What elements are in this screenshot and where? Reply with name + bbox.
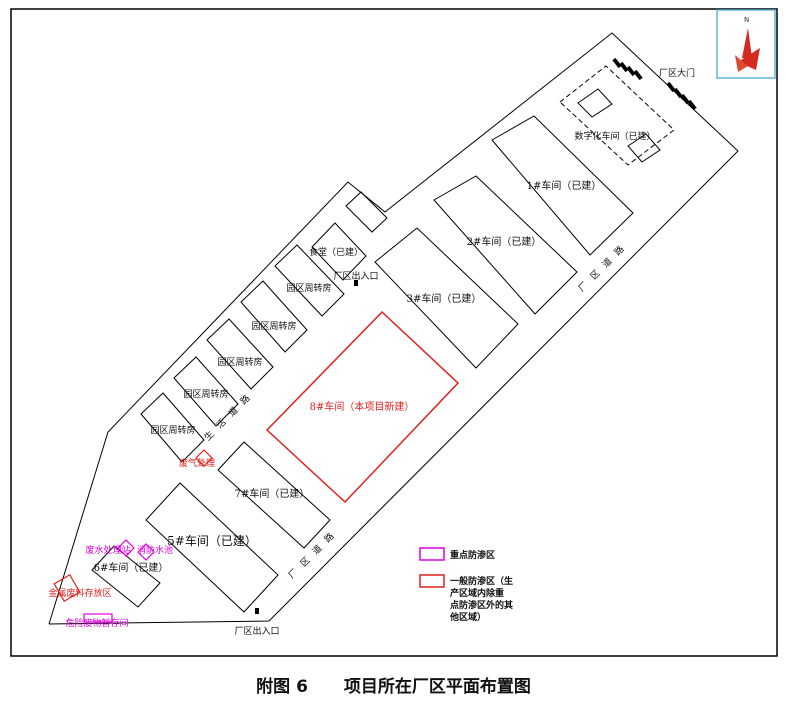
- figure-number: 附图 6: [256, 677, 308, 697]
- label-workshop-5: 5#车间（已建）: [167, 533, 257, 548]
- plan-frame: [10, 8, 778, 657]
- label-digital-workshop: 数字化车间（已建）: [574, 130, 655, 142]
- workshop-7: [217, 441, 331, 549]
- label-workshop-1: 1#车间（已建）: [527, 179, 602, 192]
- fire-pool-zone: [137, 543, 155, 561]
- auxiliary-building: [345, 191, 388, 233]
- label-workshop-8: 8#车间（本项目新建）: [310, 400, 415, 413]
- label-turnover-4: 园区周转房: [183, 388, 228, 400]
- label-canteen: 食堂（已建）: [309, 246, 363, 258]
- hazwaste-zone: [83, 613, 113, 623]
- label-turnover-2: 园区周转房: [251, 320, 296, 332]
- legend-general-swatch: [419, 574, 445, 588]
- gate-upper-marker: [354, 280, 358, 286]
- north-arrow-logo: N: [716, 9, 776, 79]
- workshop-5: [145, 482, 279, 613]
- label-workshop-6: 6#车间（已建）: [94, 561, 169, 574]
- figure-title: 项目所在厂区平面布置图: [343, 677, 531, 697]
- turnover-housing-5: [140, 392, 205, 463]
- label-gate-lower: 厂区出入口: [234, 625, 279, 637]
- label-metal-scrap: 金属废料存放区: [48, 587, 111, 599]
- label-workshop-7: 7#车间（已建）: [235, 487, 310, 500]
- site-boundary: [48, 32, 739, 625]
- svg-text:N: N: [744, 16, 749, 24]
- label-hazwaste: 危险废物暂存间: [65, 617, 128, 629]
- label-workshop-3: 3#车间（已建）: [407, 292, 482, 305]
- turnover-housing-4: [173, 356, 239, 427]
- label-waste-water-station: 废水处理站: [85, 544, 130, 556]
- metal-scrap-zone: [53, 574, 81, 602]
- label-gate-upper: 厂区出入口: [333, 270, 378, 282]
- label-turnover-3: 园区周转房: [217, 356, 262, 368]
- turnover-housing-3: [206, 318, 274, 390]
- label-turnover-5: 园区周转房: [150, 424, 195, 436]
- digital-workshop-inner-b: [627, 133, 661, 163]
- label-main-gate: 厂区大门: [659, 67, 695, 79]
- workshop-1: [491, 115, 634, 256]
- digital-workshop-outline: [559, 65, 675, 166]
- canteen: [311, 222, 367, 281]
- workshop-6: [91, 545, 161, 608]
- digital-workshop-inner-a: [577, 88, 613, 118]
- label-turnover-1: 园区周转房: [286, 282, 331, 294]
- label-road-lower: 厂区道路: [286, 525, 343, 582]
- workshop-8: [265, 310, 460, 504]
- label-workshop-2: 2#车间（已建）: [467, 235, 542, 248]
- legend: 重点防渗区 一般防渗区（生 产区域内除重 点防渗区外的其 他区域）: [419, 547, 516, 623]
- label-waste-gas: 废气处理: [179, 457, 215, 469]
- legend-key-label: 重点防渗区: [450, 549, 495, 561]
- workshop-3: [374, 227, 519, 369]
- turnover-housing-1: [274, 244, 345, 317]
- waste-gas-zone: [195, 449, 213, 467]
- legend-general-label: 一般防渗区（生 产区域内除重 点防渗区外的其 他区域）: [449, 575, 516, 623]
- turnover-housing-2: [240, 280, 308, 353]
- main-gate-hatch: [612, 57, 697, 111]
- label-fire-pool: 消防水池: [137, 544, 173, 556]
- workshop-2: [433, 175, 578, 315]
- gate-lower-marker: [255, 608, 259, 614]
- figure-caption: 附图 6 项目所在厂区平面布置图: [0, 672, 787, 697]
- legend-key-swatch: [419, 547, 445, 561]
- site-plan: N 数字化车间（已建） 1#车间（已建） 2#车间（: [10, 8, 778, 657]
- waste-water-zone: [117, 539, 135, 557]
